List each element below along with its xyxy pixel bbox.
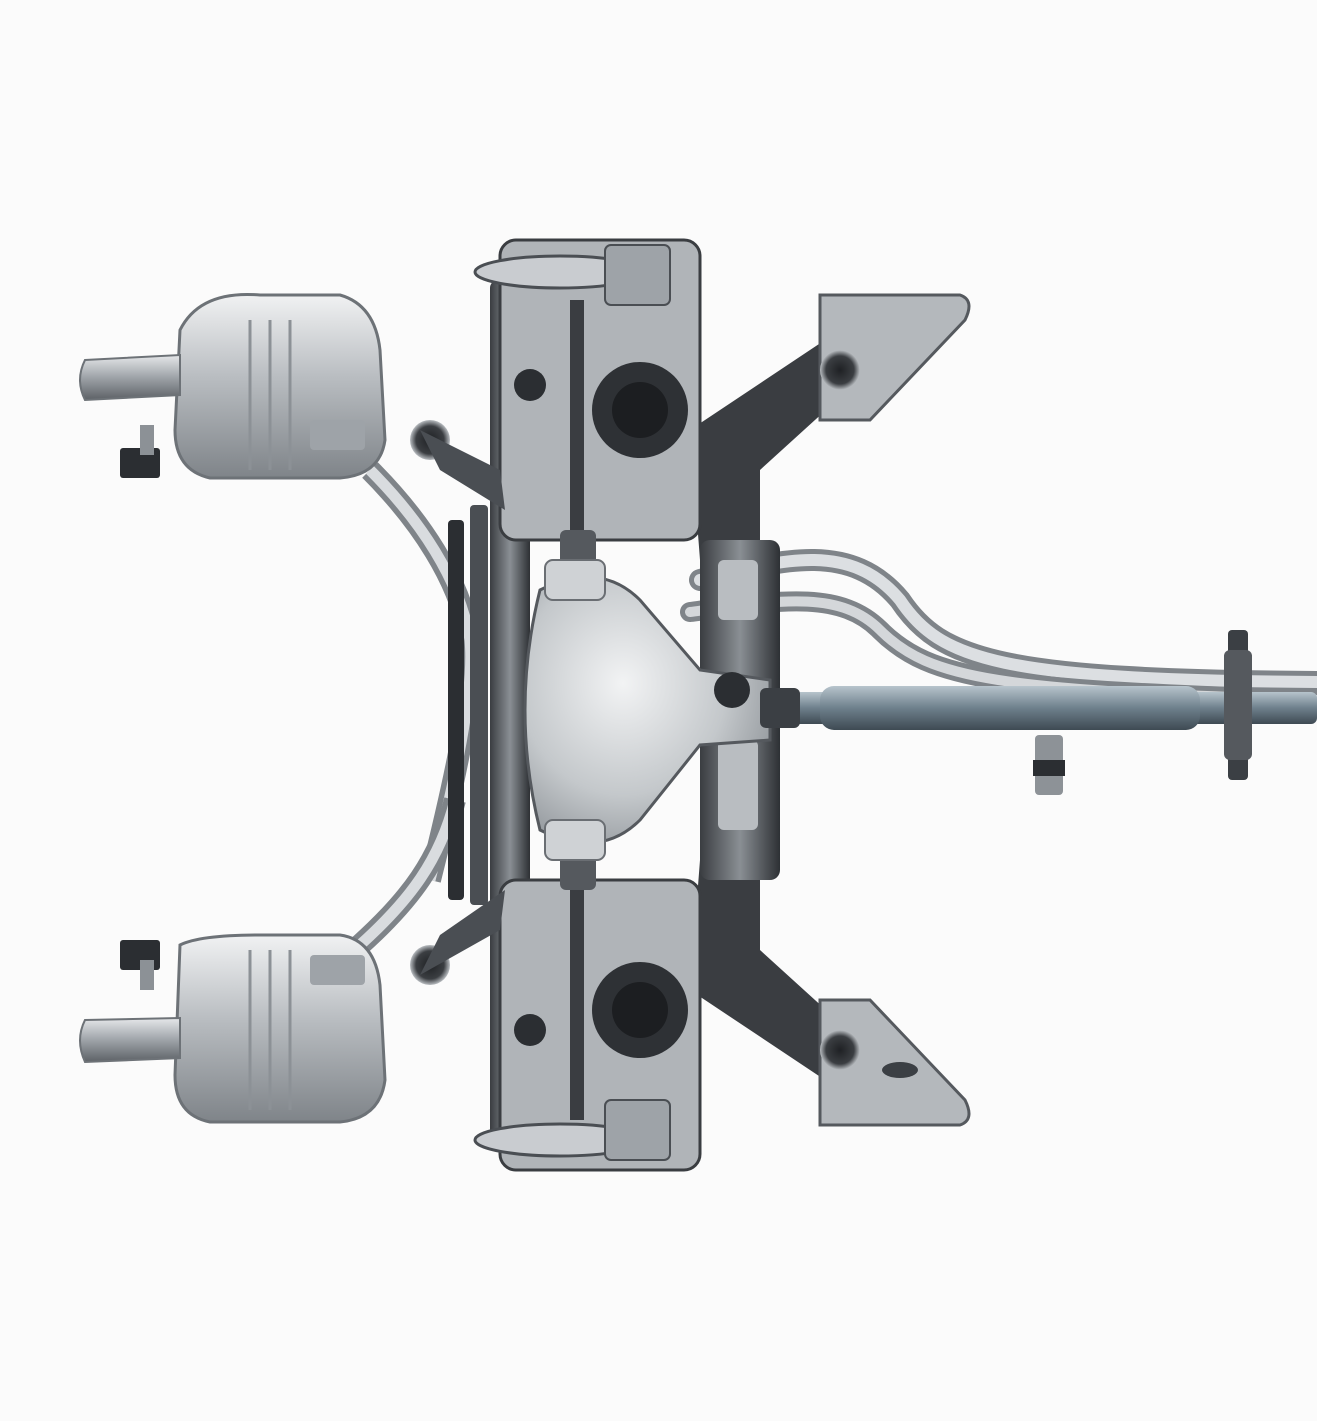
hub-assembly-bottom — [410, 850, 702, 1172]
differential — [523, 559, 800, 861]
muffler-top — [79, 292, 387, 480]
hub-assembly-top — [410, 238, 702, 570]
muffler-bottom — [79, 933, 387, 1124]
driveshaft — [760, 630, 1317, 795]
subframe — [690, 293, 971, 1127]
